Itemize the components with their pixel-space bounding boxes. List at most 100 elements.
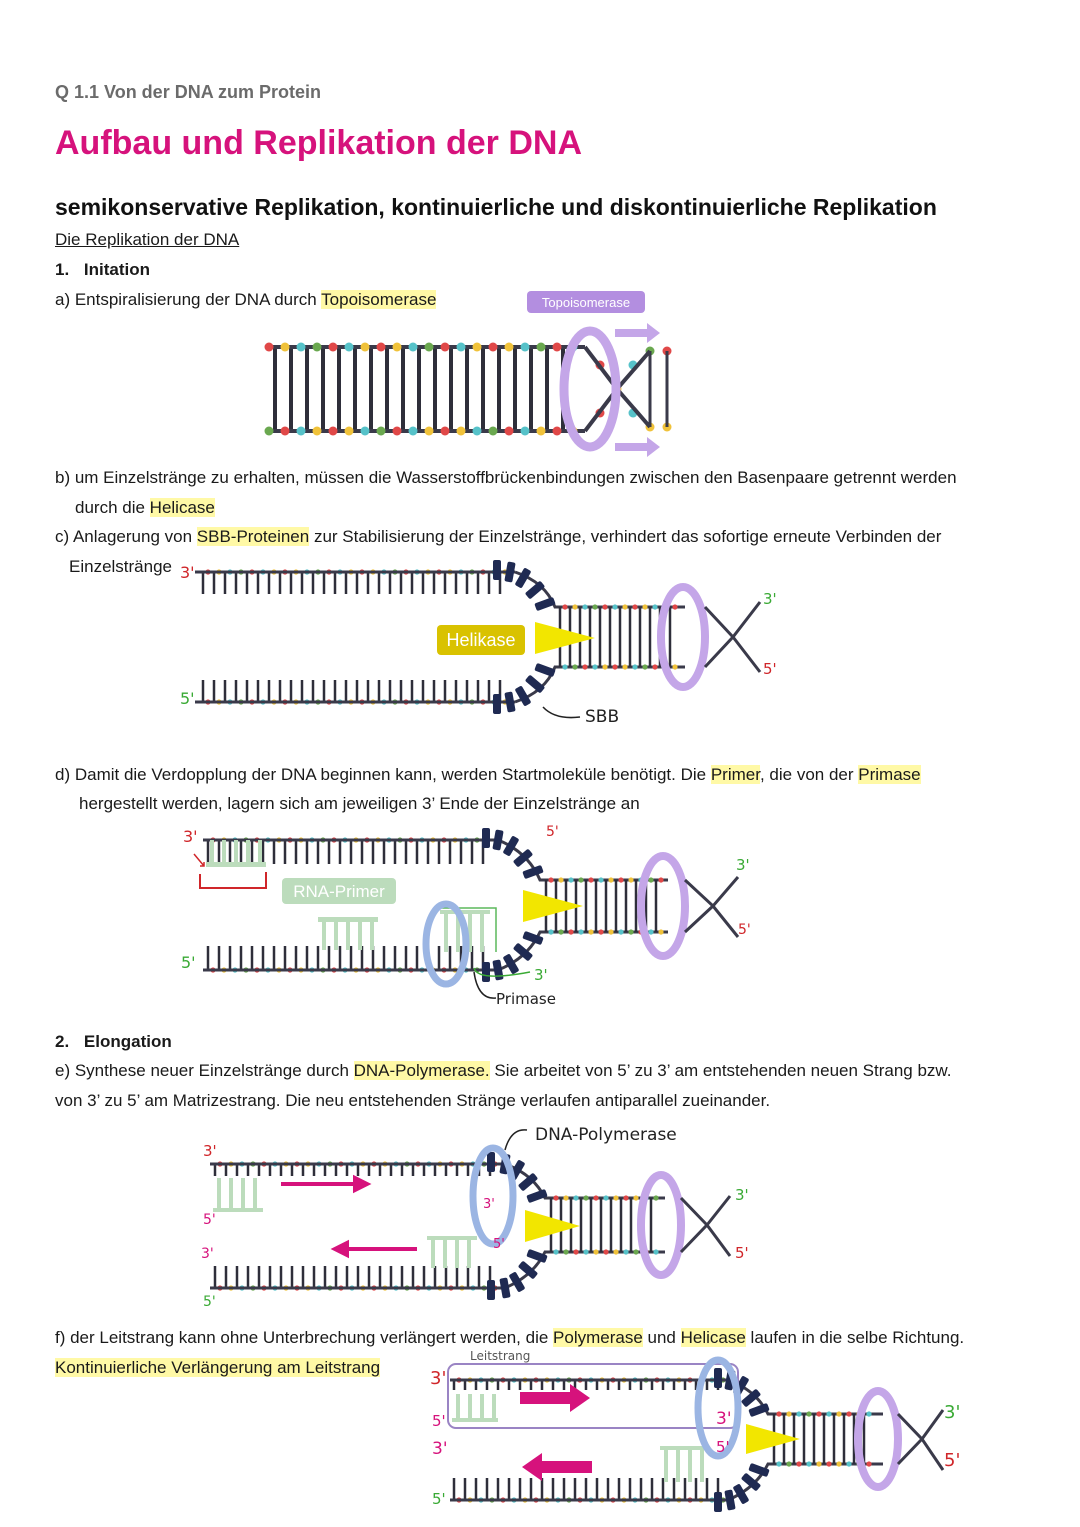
new-strand-top <box>213 1178 263 1212</box>
nucleotide-dot <box>593 1249 599 1255</box>
helicase-wedge <box>535 622 595 654</box>
nucleotide-dot <box>568 929 574 935</box>
nucleotide-dot <box>628 877 634 883</box>
nucleotide-dot <box>826 1461 832 1467</box>
step-a: a) Entspiralisierung der DNA durch Topoi… <box>55 290 437 310</box>
nucleotide-dot <box>563 1249 569 1255</box>
ssb-protein <box>513 943 533 961</box>
nucleotide-dot <box>440 342 450 352</box>
end-label-5prime-lower: 5' <box>432 1490 446 1508</box>
heading-elongation: 2. Elongation <box>55 1032 172 1052</box>
step-f-highlight-helicase: Helicase <box>680 1328 746 1347</box>
nucleotide-dot <box>520 426 530 436</box>
end-label-5prime-right: 5' <box>763 660 777 678</box>
nucleotide-dot <box>598 877 604 883</box>
polymerase-pointer-icon <box>504 1129 528 1151</box>
new-strand-bottom <box>427 1236 477 1268</box>
primer-new <box>440 910 490 952</box>
helicase-wedge <box>746 1424 800 1454</box>
heading-initiation: 1. Initation <box>55 260 150 280</box>
ssb-protein <box>526 1189 548 1203</box>
heading-elongation-number: 2. <box>55 1032 70 1051</box>
nucleotide-dot <box>623 1249 629 1255</box>
ssb-protein <box>515 568 531 588</box>
polymerase-annotation: DNA-Polymerase <box>535 1125 677 1145</box>
step-d-line1: d) Damit die Verdopplung der DNA beginne… <box>55 765 921 785</box>
nucleotide-dot <box>582 664 588 670</box>
nucleotide-dot <box>602 604 608 610</box>
nucleotide-dot <box>424 342 434 352</box>
nucleotide-dot <box>504 342 514 352</box>
step-a-highlight: Topoisomerase <box>321 290 437 309</box>
nucleotide-dot <box>796 1411 802 1417</box>
nucleotide-dot <box>280 426 290 436</box>
nucleotide-dot <box>376 342 386 352</box>
ssb-protein <box>748 1403 770 1417</box>
nucleotide-dot <box>408 426 418 436</box>
step-d-pre: d) Damit die Verdopplung der DNA beginne… <box>55 765 711 784</box>
figure-topoisomerase: Topoisomerase <box>264 291 672 457</box>
nucleotide-dot <box>344 426 354 436</box>
nucleotide-dot <box>816 1461 822 1467</box>
helikase-label-box <box>437 625 525 655</box>
step-c-line1: c) Anlagerung von SBB-Proteinen zur Stab… <box>55 527 941 547</box>
nucleotide-dot <box>360 342 370 352</box>
ssb-protein <box>526 1249 548 1263</box>
step-f-highlight-polymerase: Polymerase <box>553 1328 643 1347</box>
end-label-5prime-right: 5' <box>738 922 751 938</box>
nucleotide-dot <box>536 342 546 352</box>
nucleotide-dot <box>633 1195 639 1201</box>
step-f-line1: f) der Leitstrang kann ohne Unterbrechun… <box>55 1328 964 1348</box>
nucleotide-dot <box>553 1195 559 1201</box>
primase-ring <box>422 900 470 988</box>
nucleotide-dot <box>472 342 482 352</box>
nucleotide-dot <box>648 877 654 883</box>
nucleotide-dot <box>504 426 514 436</box>
nucleotide-dot <box>602 664 608 670</box>
nucleotide-dot <box>658 929 664 935</box>
nucleotide-dot <box>672 604 678 610</box>
end-label-5prime-right: 5' <box>735 1244 749 1262</box>
step-d-mid: , die von der <box>759 765 859 784</box>
nucleotide-dot <box>312 426 322 436</box>
ssb-protein <box>741 1473 761 1491</box>
topoisomerase-ring <box>559 326 621 452</box>
nucleotide-dot <box>562 664 568 670</box>
arrow-left-icon <box>330 1239 417 1259</box>
nucleotide-dot <box>344 342 354 352</box>
step-d-highlight-primase: Primase <box>858 765 921 784</box>
ssb-protein <box>509 1272 525 1292</box>
ssb-protein <box>525 581 545 599</box>
helicase-wedge <box>525 1210 580 1242</box>
heading-elongation-text: Elongation <box>83 1032 172 1051</box>
arrow-down-icon <box>615 437 660 457</box>
end-label-3prime: 3' <box>183 827 198 846</box>
dna-rungs <box>273 347 565 431</box>
step-f-pre: f) der Leitstrang kann ohne Unterbrechun… <box>55 1328 554 1347</box>
topoisomerase-ring <box>637 852 689 960</box>
nucleotide-dot <box>548 877 554 883</box>
end-label-5prime: 5' <box>203 1212 216 1228</box>
new-strand-bottom <box>660 1446 710 1482</box>
nucleotide-dot <box>836 1411 842 1417</box>
topoisomerase-ring <box>854 1387 902 1491</box>
rna-primer-label: RNA-Primer <box>293 882 385 901</box>
ssb-protein <box>503 954 519 974</box>
ssb-protein <box>487 1152 495 1172</box>
step-d-highlight-primer: Primer <box>710 765 760 784</box>
nucleotide-dot <box>613 1249 619 1255</box>
nucleotide-dot <box>582 604 588 610</box>
step-f-post: laufen in die selbe Richtung. <box>745 1328 965 1347</box>
figure-primer: RNA-Primer 3' 5' 5' 3' 3' 5' Primase <box>181 824 751 1008</box>
nucleotide-dot <box>776 1461 782 1467</box>
nucleotide-dot <box>658 877 664 883</box>
step-a-text: a) Entspiralisierung der DNA durch <box>55 290 322 309</box>
step-b-line1: b) um Einzelstränge zu erhalten, müssen … <box>55 468 957 487</box>
ssb-protein <box>741 1389 761 1407</box>
step-d-line2: hergestellt werden, lagern sich am jewei… <box>79 794 640 813</box>
sbb-annotation: SBB <box>585 707 619 727</box>
primase-annotation: Primase <box>496 990 556 1008</box>
polymerase-5prime: 5' <box>493 1237 505 1252</box>
nucleotide-dot <box>296 426 306 436</box>
ssb-protein <box>503 836 519 856</box>
